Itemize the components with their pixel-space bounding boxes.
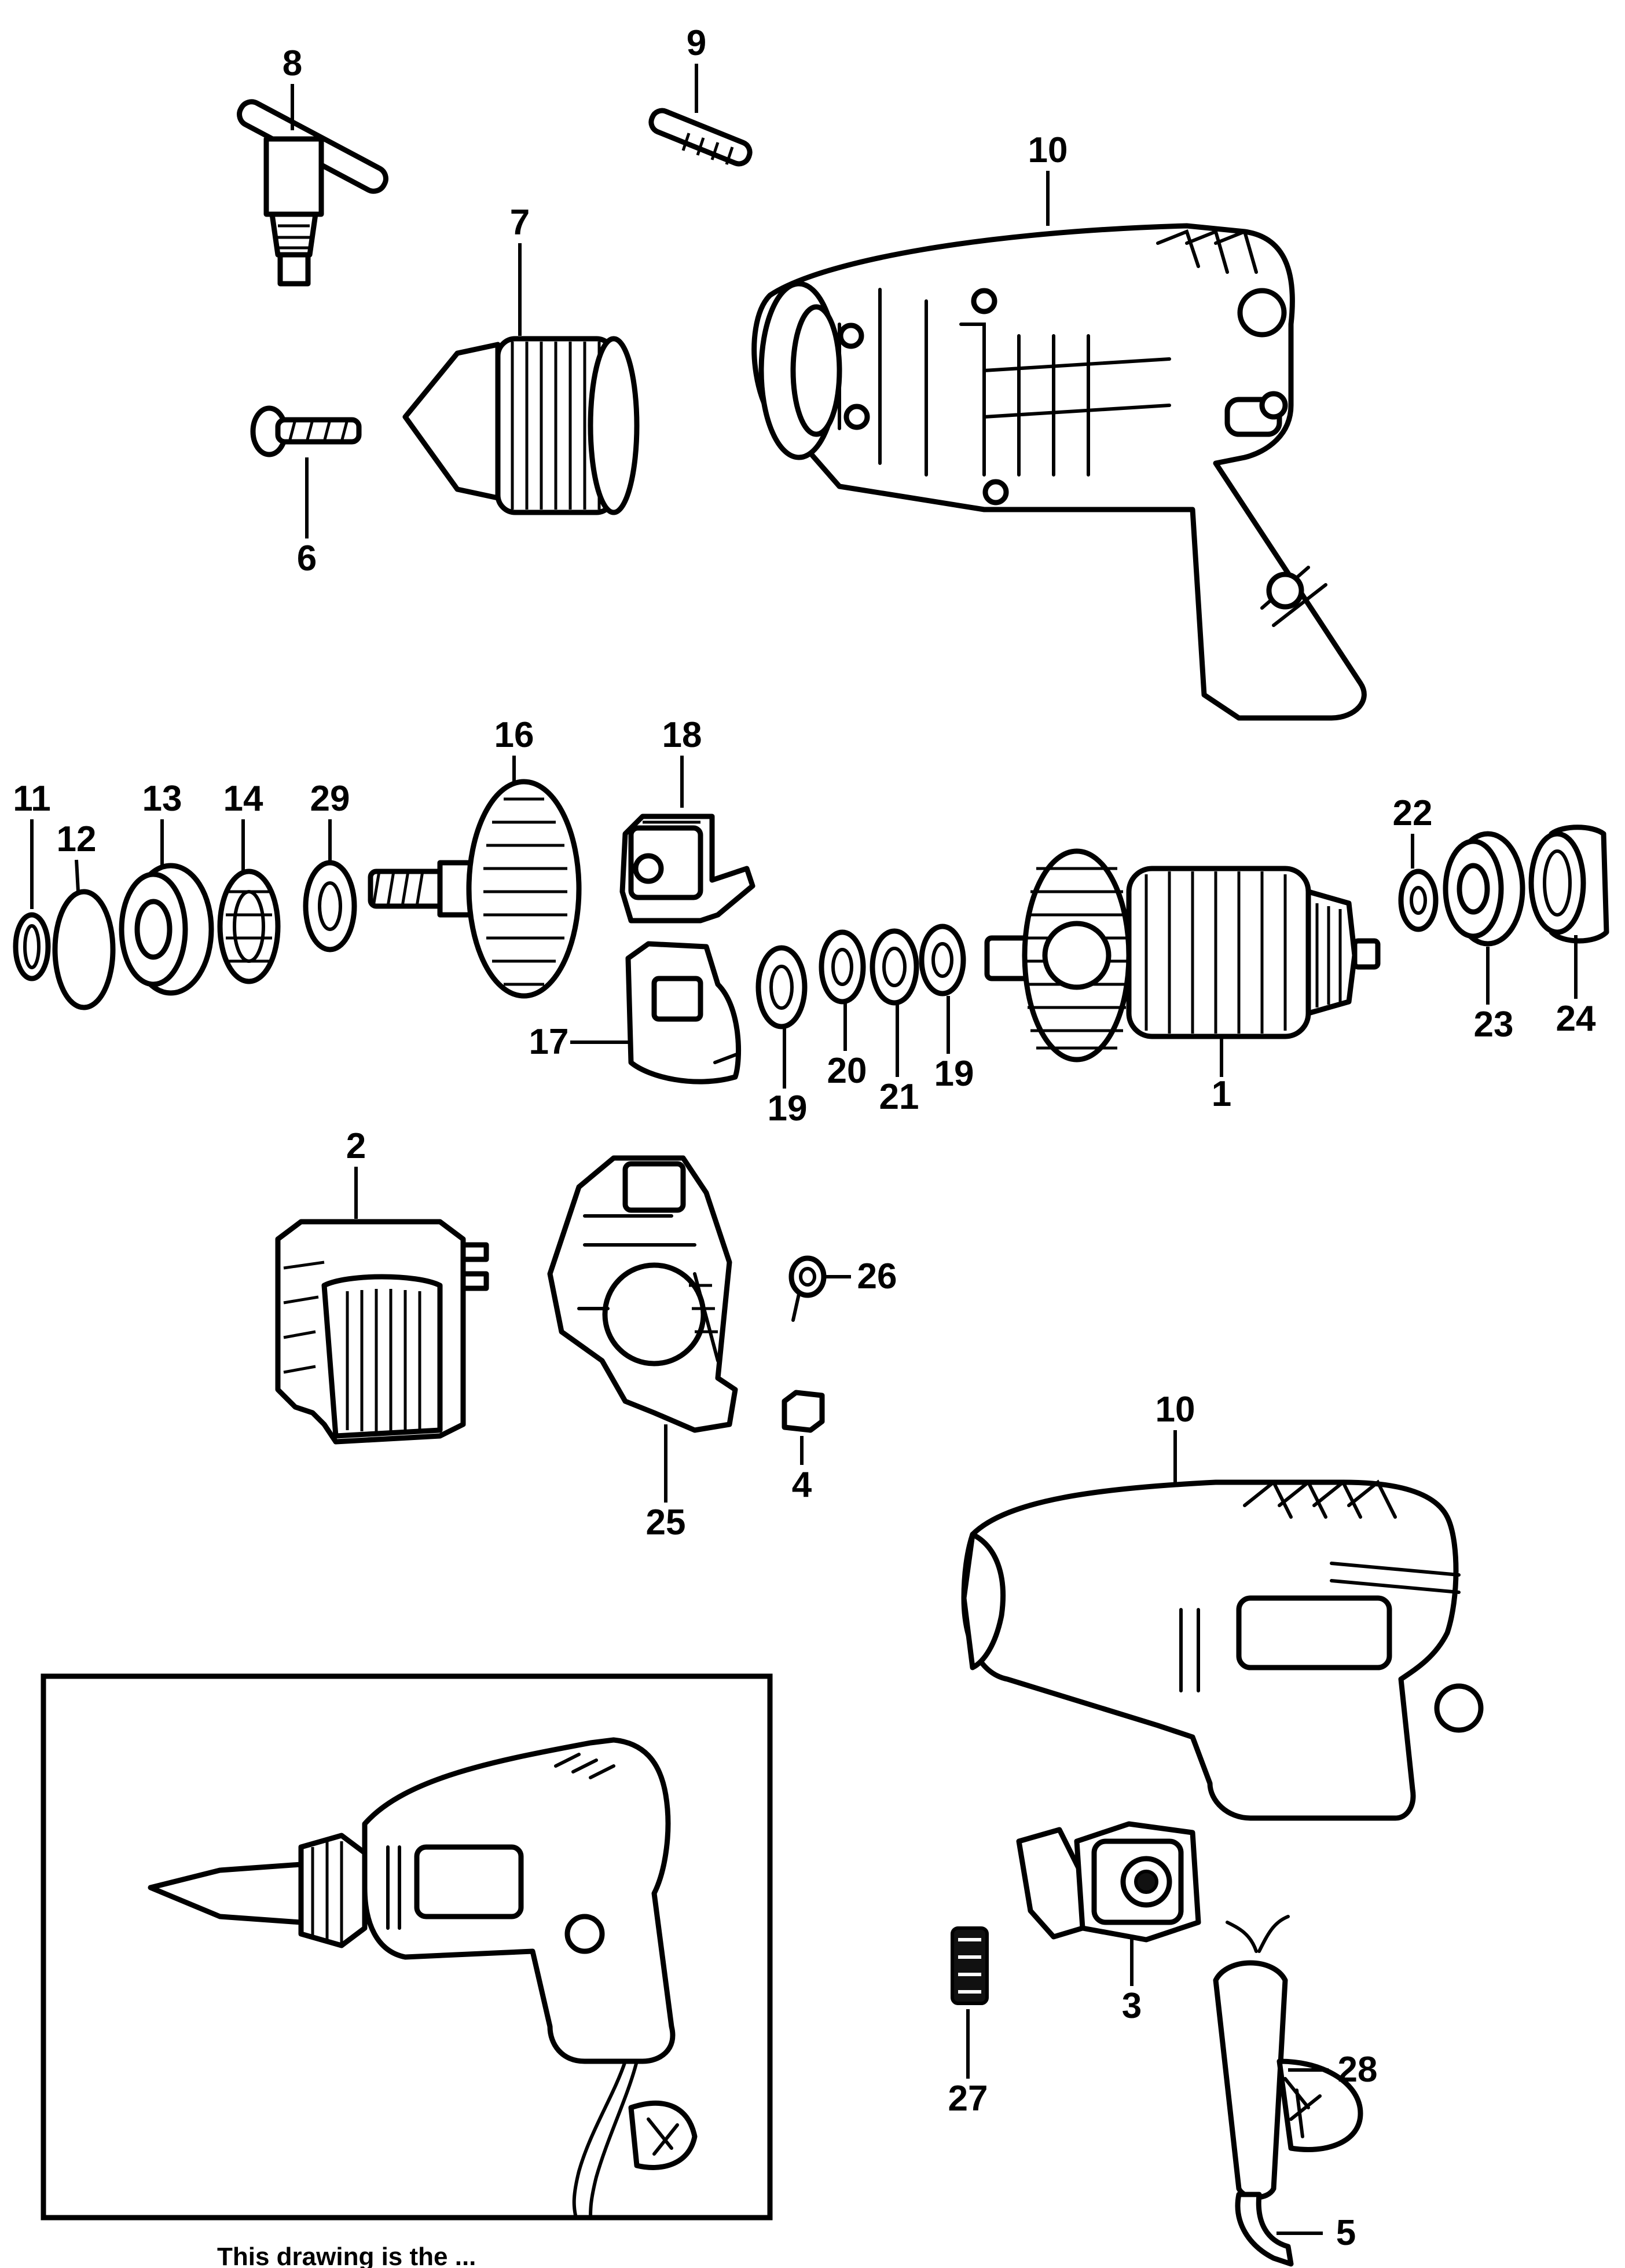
switch-part-3 (1016, 1821, 1201, 1943)
label-27: 27 (948, 2079, 988, 2119)
cord-part-5 (1235, 2192, 1294, 2267)
washer-part-19-right (919, 924, 966, 996)
brush-cover-part-17 (625, 941, 742, 1084)
label-10-top: 10 (1028, 130, 1068, 170)
label-22: 22 (1393, 793, 1433, 833)
assembled-drill-inset (41, 1673, 773, 2221)
washer-part-29 (303, 860, 357, 952)
label-4: 4 (792, 1465, 812, 1505)
o-ring-part-12 (52, 889, 116, 1010)
chuck-part-7 (402, 336, 640, 515)
label-7: 7 (510, 203, 530, 243)
screw-part-9 (648, 108, 753, 167)
spring-part-26 (788, 1255, 827, 1322)
footer-note: This drawing is the ... (217, 2243, 476, 2268)
screw-part-6 (250, 405, 362, 457)
brush-holder-part-18 (619, 814, 755, 924)
label-18: 18 (662, 715, 702, 755)
label-5: 5 (1336, 2213, 1356, 2253)
washer-part-19-left (755, 945, 808, 1029)
bearing-part-13 (119, 863, 214, 996)
chuck-key-part-8 (237, 99, 388, 287)
label-25: 25 (646, 1503, 686, 1542)
washer-part-21 (870, 928, 919, 1006)
label-19-right: 19 (934, 1054, 974, 1094)
washer-part-20 (819, 929, 866, 1005)
cord-guard-part-28 (1213, 1915, 1363, 2200)
label-23: 23 (1474, 1005, 1514, 1045)
brush-part-27 (951, 1926, 989, 2005)
label-10-bottom: 10 (1156, 1390, 1195, 1430)
label-13: 13 (142, 779, 182, 819)
field-part-2 (275, 1219, 489, 1445)
label-26: 26 (857, 1256, 897, 1296)
label-29: 29 (310, 779, 350, 819)
label-16: 16 (494, 715, 534, 755)
label-11: 11 (13, 779, 51, 819)
bearing-sleeve-part-24 (1528, 825, 1609, 944)
label-8: 8 (283, 43, 302, 83)
spindle-gear-part-16 (368, 779, 582, 999)
armature-part-1 (984, 848, 1381, 1062)
label-12: 12 (57, 819, 97, 859)
washer-part-22 (1398, 869, 1439, 932)
bearing-part-23 (1443, 831, 1525, 947)
housing-half-part-10-top (751, 223, 1367, 721)
label-21: 21 (879, 1077, 919, 1117)
label-3: 3 (1122, 1986, 1142, 2026)
label-9: 9 (687, 23, 706, 63)
label-20: 20 (827, 1051, 867, 1091)
label-19-left: 19 (768, 1089, 808, 1128)
label-2: 2 (346, 1126, 366, 1166)
housing-part-10-bottom (961, 1479, 1484, 1821)
brush-frame-part-25 (547, 1155, 738, 1433)
carbon-brush-part-4 (782, 1390, 825, 1433)
retaining-ring-part-11 (13, 912, 51, 981)
needle-bearing-part-14 (217, 869, 281, 984)
label-14: 14 (223, 779, 263, 819)
label-6: 6 (297, 538, 317, 578)
label-28: 28 (1338, 2050, 1378, 2090)
label-17: 17 (529, 1022, 569, 1062)
label-1: 1 (1212, 1074, 1231, 1114)
label-24: 24 (1556, 999, 1596, 1039)
